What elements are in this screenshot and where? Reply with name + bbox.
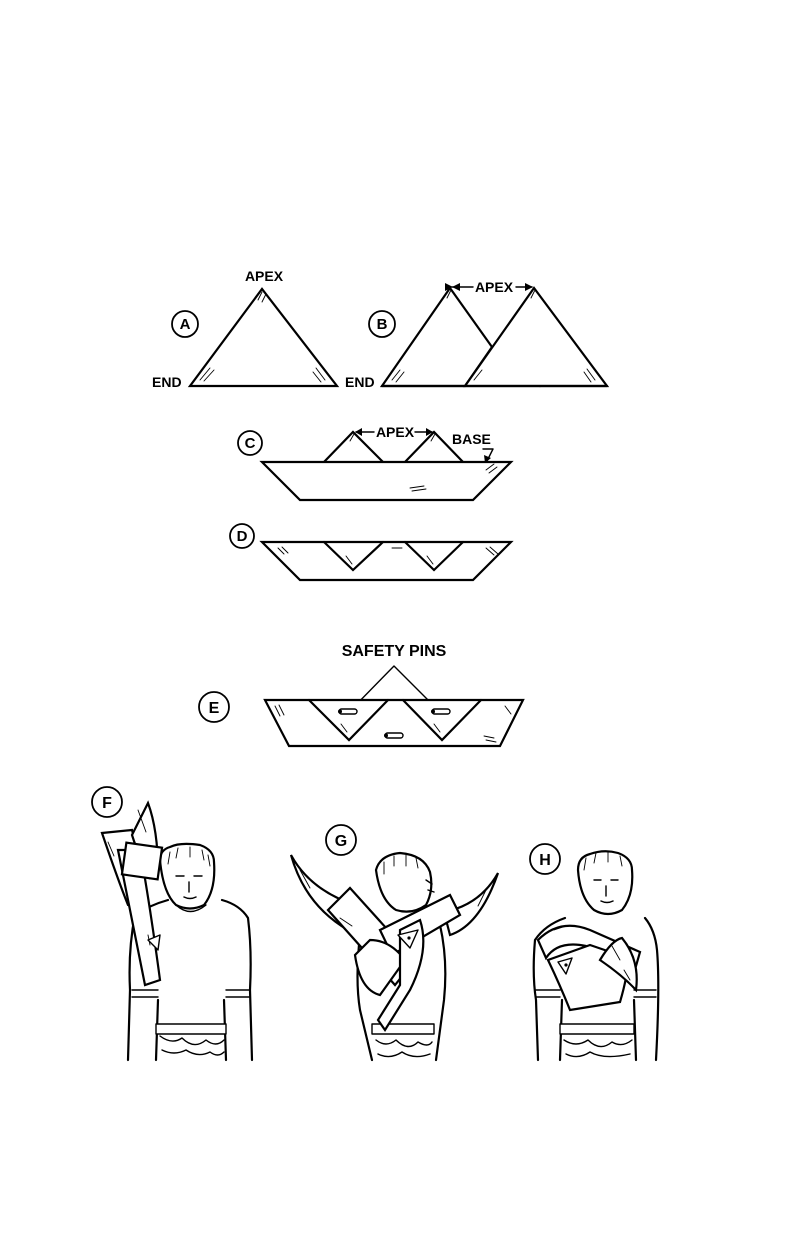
base-label: BASE	[452, 431, 491, 447]
step-h-marker	[529, 843, 561, 875]
apex-tuck-left	[322, 540, 385, 572]
triangle-right-fold	[462, 286, 610, 388]
step-e-marker	[198, 691, 230, 723]
cravat-end-right	[442, 872, 500, 937]
triangle-bandage	[187, 287, 340, 388]
step-d-letter: D	[237, 528, 248, 545]
pin-leader-lines	[348, 665, 441, 713]
step-g-letter: G	[335, 833, 347, 850]
apex-label: APEX	[245, 268, 284, 284]
folded-bandage	[259, 540, 514, 582]
step-b-letter: B	[377, 316, 388, 333]
folded-bandage	[263, 698, 525, 748]
folded-bandage	[259, 460, 514, 502]
step-f-marker	[91, 786, 123, 818]
apex-tuck-right	[401, 698, 483, 742]
step-c-letter: C	[245, 435, 256, 452]
step-f-letter: F	[102, 795, 112, 812]
step-b-marker	[368, 310, 396, 338]
end-label: END	[152, 374, 182, 390]
soldier-figure	[126, 842, 254, 1062]
safety-pin-icon	[338, 708, 358, 715]
step-h: H	[529, 843, 660, 1062]
step-a: A APEX END	[152, 268, 340, 390]
apex-label: APEX	[376, 424, 415, 440]
apex-tuck-left	[307, 698, 390, 742]
step-e: SAFETY PINS E	[198, 643, 525, 748]
safety-pin-icon	[431, 708, 451, 715]
head	[576, 850, 634, 916]
cravat-strip	[116, 848, 162, 987]
apex-fold-left	[322, 430, 385, 464]
step-b: B APEX END	[345, 279, 610, 390]
step-g: G	[289, 824, 500, 1062]
step-f: F	[91, 786, 254, 1062]
end-label: END	[345, 374, 375, 390]
safety-pins-label: SAFETY PINS	[342, 643, 447, 660]
apex-label: APEX	[475, 279, 514, 295]
cravat-strap-down	[376, 918, 425, 1032]
step-d-marker	[229, 523, 255, 549]
apex-fold-right	[403, 430, 465, 464]
step-a-letter: A	[180, 316, 191, 333]
cravat-knot	[598, 936, 638, 993]
step-g-marker	[325, 824, 357, 856]
soldier-figure	[532, 850, 660, 1062]
step-c-marker	[237, 430, 263, 456]
step-d: D	[229, 523, 514, 582]
step-a-marker	[171, 310, 199, 338]
soldier-figure-back-view	[356, 851, 447, 1062]
step-h-letter: H	[539, 852, 551, 869]
step-c: C APEX BASE	[237, 424, 514, 502]
safety-pin-icon	[384, 732, 404, 739]
apex-tuck-right	[403, 540, 465, 572]
step-e-letter: E	[209, 700, 220, 717]
